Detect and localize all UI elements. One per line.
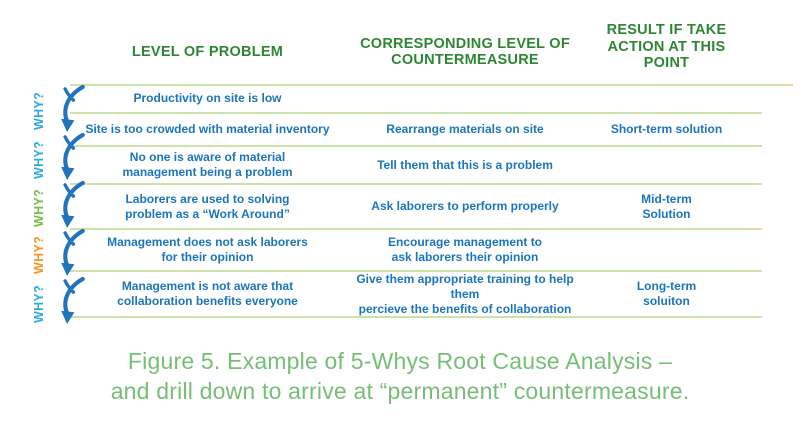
problem-cell: No one is aware of material management b… <box>122 150 293 179</box>
result-cell <box>585 84 762 112</box>
problem-cell: Management does not ask laborers for the… <box>107 235 308 264</box>
drill-down-arrow-icon <box>53 181 87 228</box>
table-row: No one is aware of material management b… <box>70 145 762 183</box>
table-row: Productivity on site is low <box>70 84 762 112</box>
why-label-1: WHY? <box>32 92 46 130</box>
countermeasure-cell: Give them appropriate training to help t… <box>356 271 574 316</box>
countermeasure-cell: Ask laborers to perform properly <box>371 199 559 213</box>
countermeasure-cell <box>345 84 585 112</box>
figure-caption: Figure 5. Example of 5-Whys Root Cause A… <box>0 347 800 407</box>
header-result-if-take-action: RESULT IF TAKE ACTION AT THIS POINT <box>606 22 727 71</box>
table-row: Management is not aware that collaborati… <box>70 270 762 316</box>
countermeasure-cell: Tell them that this is a problem <box>377 157 553 172</box>
header-level-of-problem: LEVEL OF PROBLEM <box>131 43 284 60</box>
drill-down-arrow-icon <box>53 277 87 324</box>
drill-down-arrow-icon <box>53 229 87 276</box>
result-cell <box>585 230 762 270</box>
problem-cell: Laborers are used to solving problem as … <box>125 191 290 221</box>
caption-line-1: Figure 5. Example of 5-Whys Root Cause A… <box>127 348 673 374</box>
countermeasure-cell: Encourage management to ask laborers the… <box>387 235 543 264</box>
result-cell: Mid-term Solution <box>641 191 692 221</box>
why-label-2: WHY? <box>32 141 46 179</box>
result-cell: Short-term solution <box>610 122 723 136</box>
result-cell <box>585 147 762 183</box>
header-underline <box>70 84 793 86</box>
header-corresponding-countermeasure: CORRESPONDING LEVEL OF COUNTERMEASURE <box>360 35 570 68</box>
problem-cell: Management is not aware that collaborati… <box>117 279 298 308</box>
five-whys-table: Productivity on site is low Site is too … <box>70 84 762 318</box>
table-row: Laborers are used to solving problem as … <box>70 183 762 228</box>
countermeasure-cell: Rearrange materials on site <box>386 122 544 136</box>
why-label-5: WHY? <box>32 285 46 323</box>
caption-line-2: and drill down to arrive at “permanent” … <box>110 377 690 404</box>
drill-down-arrow-icon <box>53 85 87 132</box>
result-cell: Long-term soluiton <box>636 279 697 308</box>
why-label-4: WHY? <box>32 236 46 274</box>
table-row: Management does not ask laborers for the… <box>70 228 762 270</box>
problem-cell: Productivity on site is low <box>133 90 282 105</box>
problem-cell: Site is too crowded with material invent… <box>85 122 330 136</box>
table-row: Site is too crowded with material invent… <box>70 112 762 145</box>
why-label-3: WHY? <box>32 189 46 227</box>
drill-down-arrow-icon <box>53 133 87 180</box>
